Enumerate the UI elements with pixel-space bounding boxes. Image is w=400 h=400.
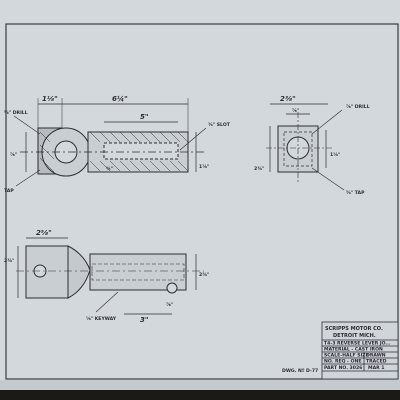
leader-tap (15, 169, 41, 187)
note-end-tap: ⅝" TAP (346, 190, 365, 196)
leader-slot (179, 127, 207, 151)
title-block (321, 321, 399, 380)
dim-end-height-left: 2⅜" (254, 166, 264, 172)
end-view-leader-tap (311, 167, 345, 191)
dim-top-left-width: 1⅛" (42, 95, 58, 103)
front-view-keyway-hidden (91, 263, 185, 281)
dim-top-inner-height: ¾" (106, 166, 113, 172)
end-view (266, 103, 345, 191)
top-view (13, 98, 207, 187)
title-number-req: NO. REQ - ONE (324, 359, 362, 365)
front-view (16, 237, 204, 315)
dim-front-keyway-length: 3" (140, 316, 149, 324)
note-top-slot: ⅜" SLOT (208, 122, 231, 128)
dim-front-right-height: 2⅜" (199, 272, 209, 278)
title-city: DETROIT MICH. (333, 333, 376, 339)
title-traced-by: TRACED (366, 359, 387, 365)
note-front-keyway: ⅛" KEYWAY (86, 316, 117, 322)
dim-end-width: 2⅜" (280, 95, 296, 103)
drawing-border (5, 23, 399, 380)
front-view-left-block (25, 245, 69, 299)
title-company: SCRIPPS MOTOR CO. (325, 326, 383, 332)
dim-front-left-height: 2⅜" (4, 258, 14, 264)
dim-top-overall: 6¼" (112, 95, 128, 103)
drawing-number: DWG. Nº D-77 (282, 368, 318, 374)
top-view-hatching (39, 131, 189, 173)
dim-top-left-height: ⅞" (10, 152, 17, 158)
dim-end-height-right: 1⅛" (330, 152, 340, 158)
title-drawn-by: DRAWN (366, 353, 386, 359)
leader-drill (13, 115, 41, 135)
title-part-name: T4-3 REVERSE LEVER JO... (324, 341, 391, 347)
dim-front-top-width: 2⅝" (36, 229, 52, 237)
title-block-frame (321, 321, 399, 380)
end-view-leader-drill (311, 109, 343, 135)
note-end-drill: ⅞" DRILL (346, 104, 370, 110)
dim-front-bottom: ⅞" (166, 302, 173, 308)
title-part-no: PART NO. 3026 (324, 365, 362, 371)
front-view-leader-keyway (95, 291, 119, 313)
dim-top-slot-length: 5" (140, 113, 149, 121)
note-top-drill: ⅝" DRILL (4, 110, 28, 116)
front-view-right-hole (166, 282, 178, 294)
dim-top-right-height: 1⅛" (199, 164, 209, 170)
title-material: MATERIAL - CAST IRON (324, 347, 383, 353)
title-scale: SCALE-HALF SIZE (324, 353, 369, 359)
title-date: MAR 1 (368, 365, 384, 371)
note-top-tap: TAP (4, 188, 14, 194)
dim-end-inner: ⅞" (292, 108, 299, 114)
top-view-slot (103, 142, 179, 160)
paper-bottom-strip (0, 380, 400, 390)
